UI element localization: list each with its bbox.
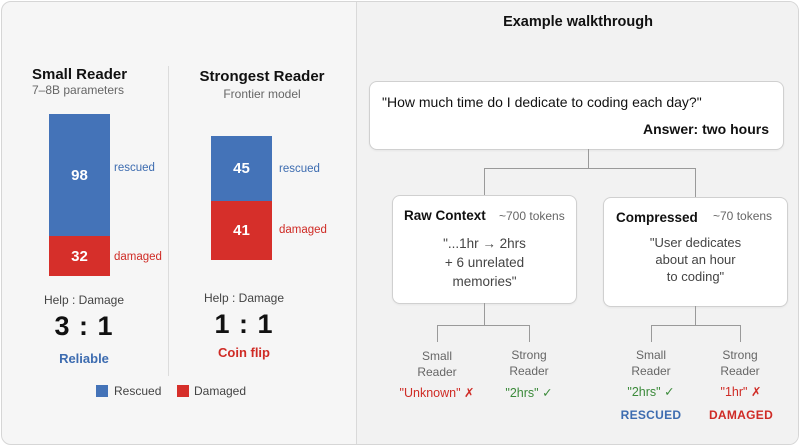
legend-rescued-label: Rescued bbox=[114, 384, 162, 398]
strong-verdict: Coin flip bbox=[218, 345, 270, 360]
small-rescued-value: 98 bbox=[71, 166, 88, 184]
strong-damaged-bar: 41 bbox=[211, 201, 272, 260]
compressed-strong-answer: "1hr" ✗ bbox=[720, 385, 762, 399]
connector bbox=[437, 325, 530, 326]
small-damaged-bar: 32 bbox=[49, 236, 110, 276]
connector bbox=[695, 306, 696, 325]
raw-context-card: Raw Context ~700 tokens "...1hr → 2hrs +… bbox=[392, 195, 577, 304]
strong-rescued-bar: 45 bbox=[211, 136, 272, 201]
connector bbox=[529, 325, 530, 342]
connector bbox=[437, 325, 438, 342]
compressed-small-reader-label: Small Reader bbox=[631, 348, 671, 378]
connector bbox=[484, 168, 485, 195]
small-reader-subtitle: 7–8B parameters bbox=[32, 83, 125, 97]
strong-reader-subtitle: Frontier model bbox=[223, 87, 301, 101]
raw-context-tokens: ~700 tokens bbox=[499, 209, 565, 223]
compressed-strong-reader-label: Strong Reader bbox=[720, 348, 760, 378]
answer-text: Answer: two hours bbox=[642, 121, 769, 137]
compressed-line: to coding" bbox=[666, 269, 725, 284]
strong-reader-title: Strongest Reader bbox=[199, 68, 325, 85]
raw-context-line: + 6 unrelated bbox=[444, 255, 525, 270]
compressed-text: "User dedicates about an hour to coding" bbox=[604, 234, 787, 285]
walkthrough-title: Example walkthrough bbox=[503, 14, 653, 30]
strong-ratio: 1 : 1 bbox=[214, 309, 274, 339]
compressed-tokens: ~70 tokens bbox=[713, 209, 773, 223]
legend-damaged-label: Damaged bbox=[194, 384, 247, 398]
question-text: "How much time do I dedicate to coding e… bbox=[382, 94, 702, 110]
strong-damaged-label: damaged bbox=[279, 224, 327, 236]
small-ratio: 3 : 1 bbox=[54, 311, 114, 341]
compressed-card: Compressed ~70 tokens "User dedicates ab… bbox=[603, 197, 788, 307]
connector bbox=[484, 168, 696, 169]
connector bbox=[740, 325, 741, 342]
raw-context-text: "...1hr → 2hrs + 6 unrelated memories" bbox=[393, 234, 576, 291]
strong-ratio-label: Help : Damage bbox=[203, 291, 285, 305]
raw-small-reader-label: Small Reader bbox=[417, 349, 457, 379]
compressed-line: "User dedicates bbox=[649, 235, 742, 250]
compressed-small-answer: "2hrs" ✓ bbox=[627, 385, 675, 399]
legend-damaged-swatch bbox=[177, 385, 189, 397]
column-divider bbox=[168, 66, 169, 376]
compressed-title: Compressed bbox=[616, 210, 698, 225]
connector bbox=[588, 149, 589, 168]
small-damaged-label: damaged bbox=[114, 251, 162, 263]
strong-damaged-value: 41 bbox=[233, 222, 250, 239]
question-card: "How much time do I dedicate to coding e… bbox=[369, 81, 784, 150]
small-reader-title: Small Reader bbox=[32, 66, 128, 83]
small-damaged-value: 32 bbox=[71, 247, 88, 265]
rescued-status: RESCUED bbox=[620, 408, 682, 422]
strong-rescued-value: 45 bbox=[233, 160, 250, 177]
raw-strong-answer: "2hrs" ✓ bbox=[505, 386, 553, 400]
connector bbox=[484, 303, 485, 325]
strong-rescued-label: rescued bbox=[279, 163, 320, 175]
small-rescued-label: rescued bbox=[114, 162, 155, 174]
raw-strong-reader-label: Strong Reader bbox=[509, 348, 549, 378]
raw-context-title: Raw Context bbox=[404, 208, 486, 223]
raw-context-line: "...1hr → 2hrs bbox=[443, 236, 526, 251]
connector bbox=[695, 168, 696, 197]
damaged-status: DAMAGED bbox=[708, 408, 774, 422]
small-ratio-label: Help : Damage bbox=[43, 293, 125, 307]
small-rescued-bar: 98 bbox=[49, 114, 110, 236]
compressed-line: about an hour bbox=[655, 252, 736, 267]
walkthrough-panel: Example walkthrough "How much time do I … bbox=[356, 2, 798, 444]
raw-small-answer: "Unknown" ✗ bbox=[399, 386, 475, 400]
legend-rescued-swatch bbox=[96, 385, 108, 397]
connector bbox=[651, 325, 652, 342]
small-verdict: Reliable bbox=[59, 351, 109, 366]
connector bbox=[651, 325, 741, 326]
raw-context-line: memories" bbox=[452, 274, 517, 289]
